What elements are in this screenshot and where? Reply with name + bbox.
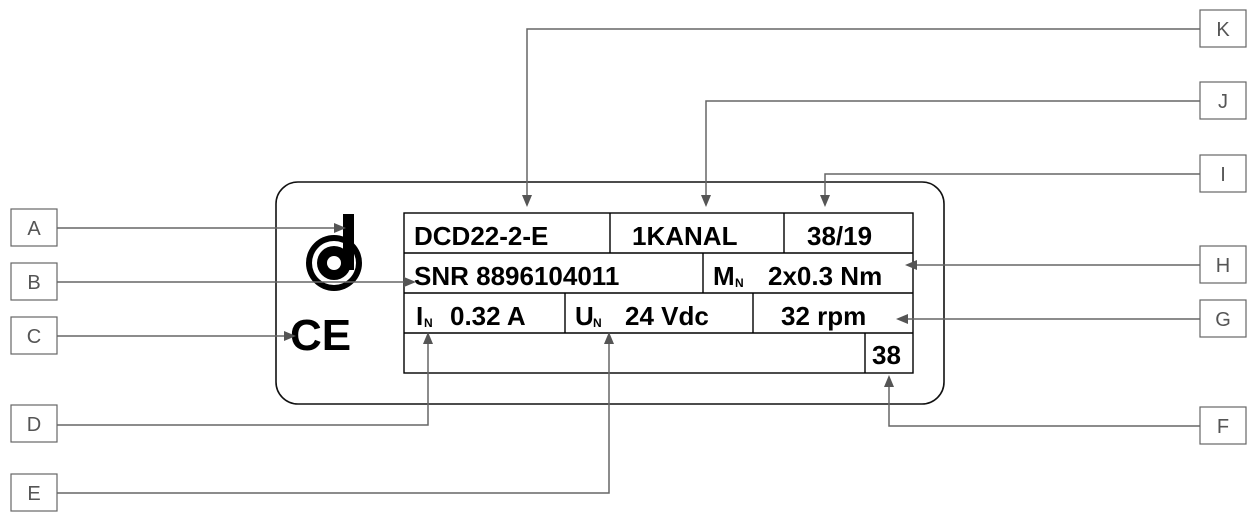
callout-b: B <box>10 262 58 301</box>
torque-value: 2x0.3 Nm <box>768 261 882 291</box>
ce-mark-icon: CE <box>290 311 351 360</box>
callout-h-label: H <box>1216 255 1230 277</box>
callout-h: H <box>1199 245 1247 284</box>
voltage-symbol: U <box>575 301 594 331</box>
callout-d-label: D <box>27 414 41 436</box>
callout-f: F <box>1199 406 1247 445</box>
ratio-text: 38/19 <box>807 221 872 251</box>
callout-c-label: C <box>27 326 41 348</box>
callout-e: E <box>10 473 58 512</box>
code-text: 38 <box>872 340 901 370</box>
channel-text: 1KANAL <box>632 221 738 251</box>
voltage-value: 24 Vdc <box>625 301 709 331</box>
callout-e-label: E <box>27 483 40 505</box>
callout-j-label: J <box>1218 91 1228 113</box>
callout-i: I <box>1199 154 1247 193</box>
callout-a: A <box>10 208 58 247</box>
nameplate-table <box>403 212 914 374</box>
voltage-subscript: N <box>593 316 602 330</box>
callout-g-label: G <box>1215 309 1231 331</box>
torque-subscript: N <box>735 276 744 290</box>
current-subscript: N <box>424 316 433 330</box>
callout-k-label: K <box>1216 19 1230 41</box>
torque-symbol: M <box>713 261 735 291</box>
callout-k: K <box>1199 9 1247 48</box>
serial-text: SNR 8896104011 <box>414 261 619 291</box>
model-text: DCD22-2-E <box>414 221 548 251</box>
callout-c: C <box>10 316 58 355</box>
callout-j: J <box>1199 81 1247 120</box>
leader-lines <box>57 28 1200 494</box>
current-value: 0.32 A <box>450 301 526 331</box>
callout-a-label: A <box>27 218 41 240</box>
current-symbol: I <box>416 301 423 331</box>
callout-f-label: F <box>1217 416 1229 438</box>
callout-b-label: B <box>27 272 40 294</box>
callout-i-label: I <box>1220 164 1226 186</box>
speed-text: 32 rpm <box>781 301 866 331</box>
callout-d: D <box>10 404 58 443</box>
dunker-logo-icon <box>306 214 362 291</box>
callout-g: G <box>1199 299 1247 338</box>
